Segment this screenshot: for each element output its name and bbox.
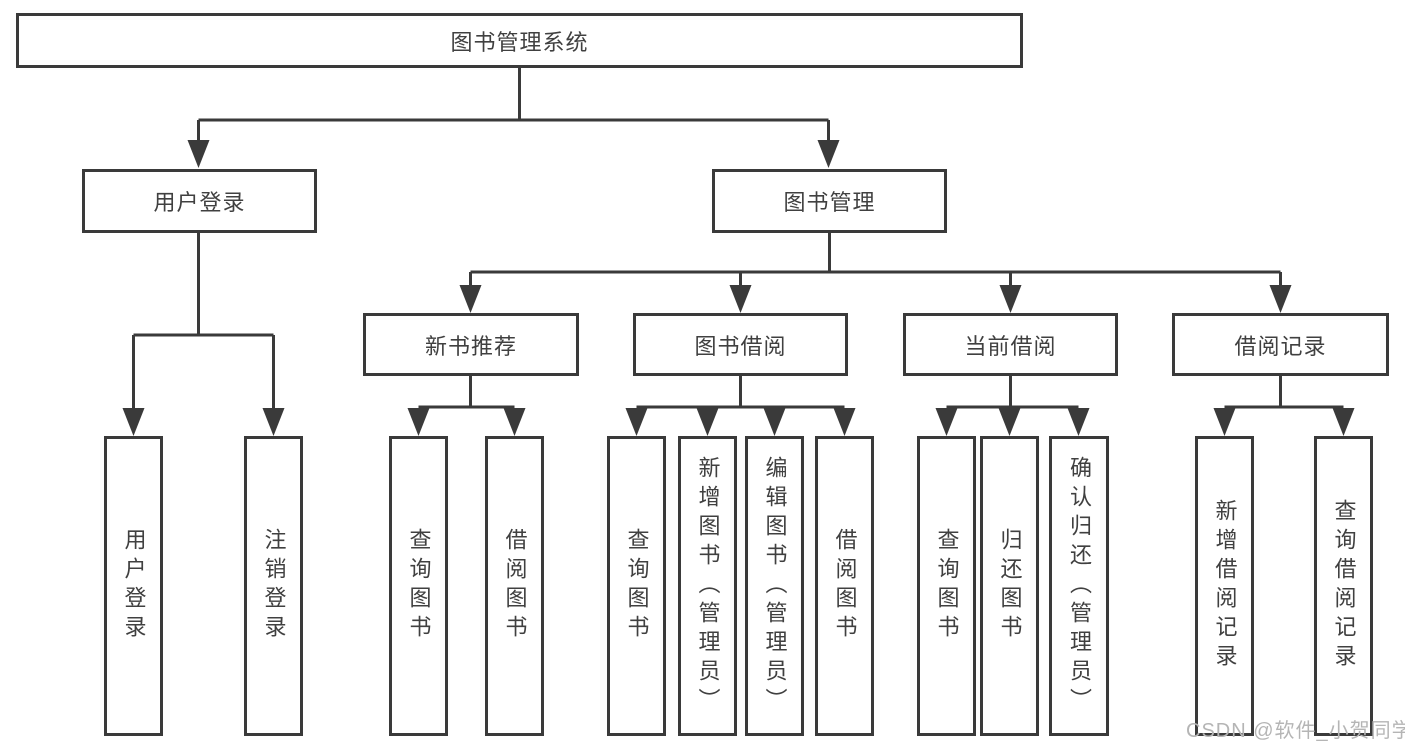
leaf-add-borrow-record: 新增借阅记录 <box>1195 436 1254 736</box>
leaf-edit-book-admin-label: 编辑图书（管理员） <box>762 455 788 717</box>
leaf-query-books-recommend-label: 查询图书 <box>406 528 432 644</box>
leaf-user-login: 用户登录 <box>104 436 163 736</box>
leaf-query-books-borrow: 查询图书 <box>607 436 666 736</box>
leaf-query-borrow-record: 查询借阅记录 <box>1314 436 1373 736</box>
leaf-query-books-current-label: 查询图书 <box>934 528 960 644</box>
node-borrow-records-label: 借阅记录 <box>1234 333 1327 359</box>
node-root-label: 图书管理系统 <box>450 29 589 55</box>
node-user-login-branch-label: 用户登录 <box>153 190 246 215</box>
leaf-edit-book-admin: 编辑图书（管理员） <box>745 436 804 736</box>
leaf-return-book: 归还图书 <box>980 436 1039 736</box>
node-book-borrow: 图书借阅 <box>633 313 848 376</box>
leaf-confirm-return-admin: 确认归还（管理员） <box>1049 436 1109 736</box>
leaf-borrow-books-recommend-label: 借阅图书 <box>502 528 528 644</box>
leaf-query-books-current: 查询图书 <box>917 436 976 736</box>
leaf-add-borrow-record-label: 新增借阅记录 <box>1212 499 1238 673</box>
leaf-query-borrow-record-label: 查询借阅记录 <box>1331 499 1357 673</box>
node-new-book-recommend-label: 新书推荐 <box>424 333 517 359</box>
node-root: 图书管理系统 <box>16 13 1023 68</box>
node-current-borrow: 当前借阅 <box>903 313 1118 376</box>
leaf-borrow-books-recommend: 借阅图书 <box>485 436 544 736</box>
node-borrow-records: 借阅记录 <box>1172 313 1389 376</box>
node-current-borrow-label: 当前借阅 <box>964 333 1057 359</box>
node-new-book-recommend: 新书推荐 <box>363 313 579 376</box>
leaf-return-book-label: 归还图书 <box>997 528 1023 644</box>
node-user-login-branch: 用户登录 <box>82 169 317 233</box>
csdn-watermark: CSDN @软件_小贺同学 <box>1186 720 1405 742</box>
leaf-borrow-books-label: 借阅图书 <box>832 528 858 644</box>
node-book-management: 图书管理 <box>712 169 947 233</box>
leaf-logout: 注销登录 <box>244 436 303 736</box>
leaf-query-books-borrow-label: 查询图书 <box>624 528 650 644</box>
leaf-query-books-recommend: 查询图书 <box>389 436 448 736</box>
leaf-logout-label: 注销登录 <box>261 528 287 644</box>
node-book-borrow-label: 图书借阅 <box>694 333 787 359</box>
node-book-management-label: 图书管理 <box>783 190 876 215</box>
leaf-confirm-return-admin-label: 确认归还（管理员） <box>1067 455 1092 717</box>
leaf-add-book-admin-label: 新增图书（管理员） <box>695 455 721 717</box>
leaf-add-book-admin: 新增图书（管理员） <box>678 436 737 736</box>
leaf-user-login-label: 用户登录 <box>121 528 147 644</box>
leaf-borrow-books: 借阅图书 <box>815 436 874 736</box>
